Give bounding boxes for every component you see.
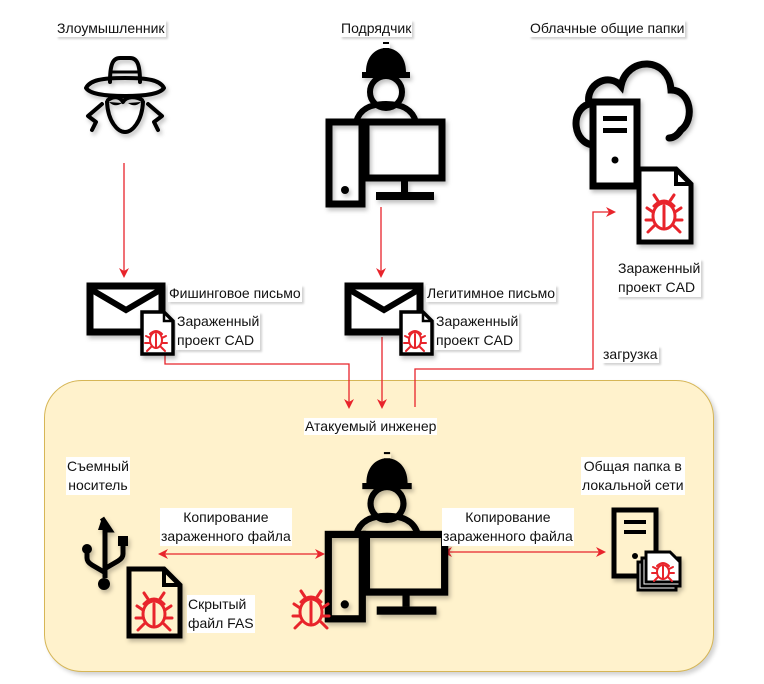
- copy-lan-label: Копирование зараженного файла: [442, 508, 574, 546]
- legit-email-label: Легитимное письмо: [426, 285, 557, 302]
- cloud-label: Облачные общие папки: [529, 20, 686, 37]
- contractor-label: Подрядчик: [340, 20, 413, 37]
- bug-icon: [644, 193, 684, 234]
- server-files-icon: [611, 507, 682, 592]
- engineer-bug-icon: [291, 589, 331, 630]
- engineer-computer-icon: [324, 452, 449, 623]
- removable-media-label: Съемный носитель: [66, 457, 130, 495]
- bug-icon: [403, 330, 427, 352]
- bug-icon: [651, 562, 675, 582]
- worker-computer-icon: [325, 42, 446, 208]
- hidden-fas-file-icon: [126, 566, 183, 639]
- bug-icon: [144, 330, 168, 352]
- phishing-email-label: Фишинговое письмо: [168, 285, 302, 302]
- infected-file-icon: [636, 166, 694, 245]
- phishing-attachment-icon: [140, 310, 175, 356]
- spy-icon: [84, 56, 166, 134]
- upload-label: загрузка: [602, 346, 659, 363]
- phishing-attachment-label: Зараженный проект CAD: [176, 312, 261, 350]
- usb-icon: [82, 516, 128, 590]
- attacker-label: Злоумышленник: [56, 20, 166, 37]
- hidden-fas-file-label: Скрытый файл FAS: [187, 595, 255, 633]
- arrow-phishing-to-engineer: [164, 352, 354, 409]
- legit-attachment-icon: [399, 310, 434, 356]
- cloud-file-label: Зараженный проект CAD: [617, 259, 702, 297]
- arrow-upload-cloud: [414, 207, 616, 407]
- legit-attachment-label: Зараженный проект CAD: [435, 312, 520, 350]
- lan-share-label: Общая папка в локальной сети: [581, 457, 685, 495]
- cloud-server-icon: [572, 60, 693, 190]
- copy-usb-label: Копирование зараженного файла: [160, 508, 292, 546]
- group-title: Атакуемый инженер: [304, 418, 438, 435]
- bug-icon: [134, 591, 174, 632]
